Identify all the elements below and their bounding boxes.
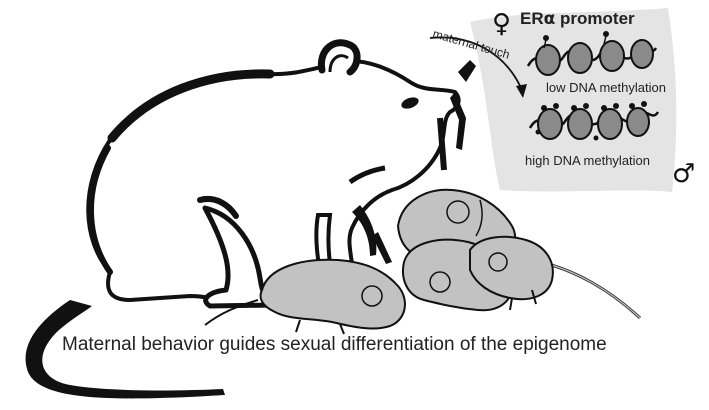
high-methylation-label: high DNA methylation (525, 153, 650, 168)
female-symbol-icon: ♀ (492, 9, 511, 39)
pup-1 (261, 260, 405, 329)
male-symbol-icon: ♂ (672, 159, 695, 189)
low-methylation-label: low DNA methylation (546, 80, 666, 95)
figure-caption: Maternal behavior guides sexual differen… (62, 334, 607, 355)
inset-title: ERα promoter (520, 9, 635, 29)
methylation-inset: ERα promoter ♀ maternal touch low DNA me… (430, 8, 695, 192)
